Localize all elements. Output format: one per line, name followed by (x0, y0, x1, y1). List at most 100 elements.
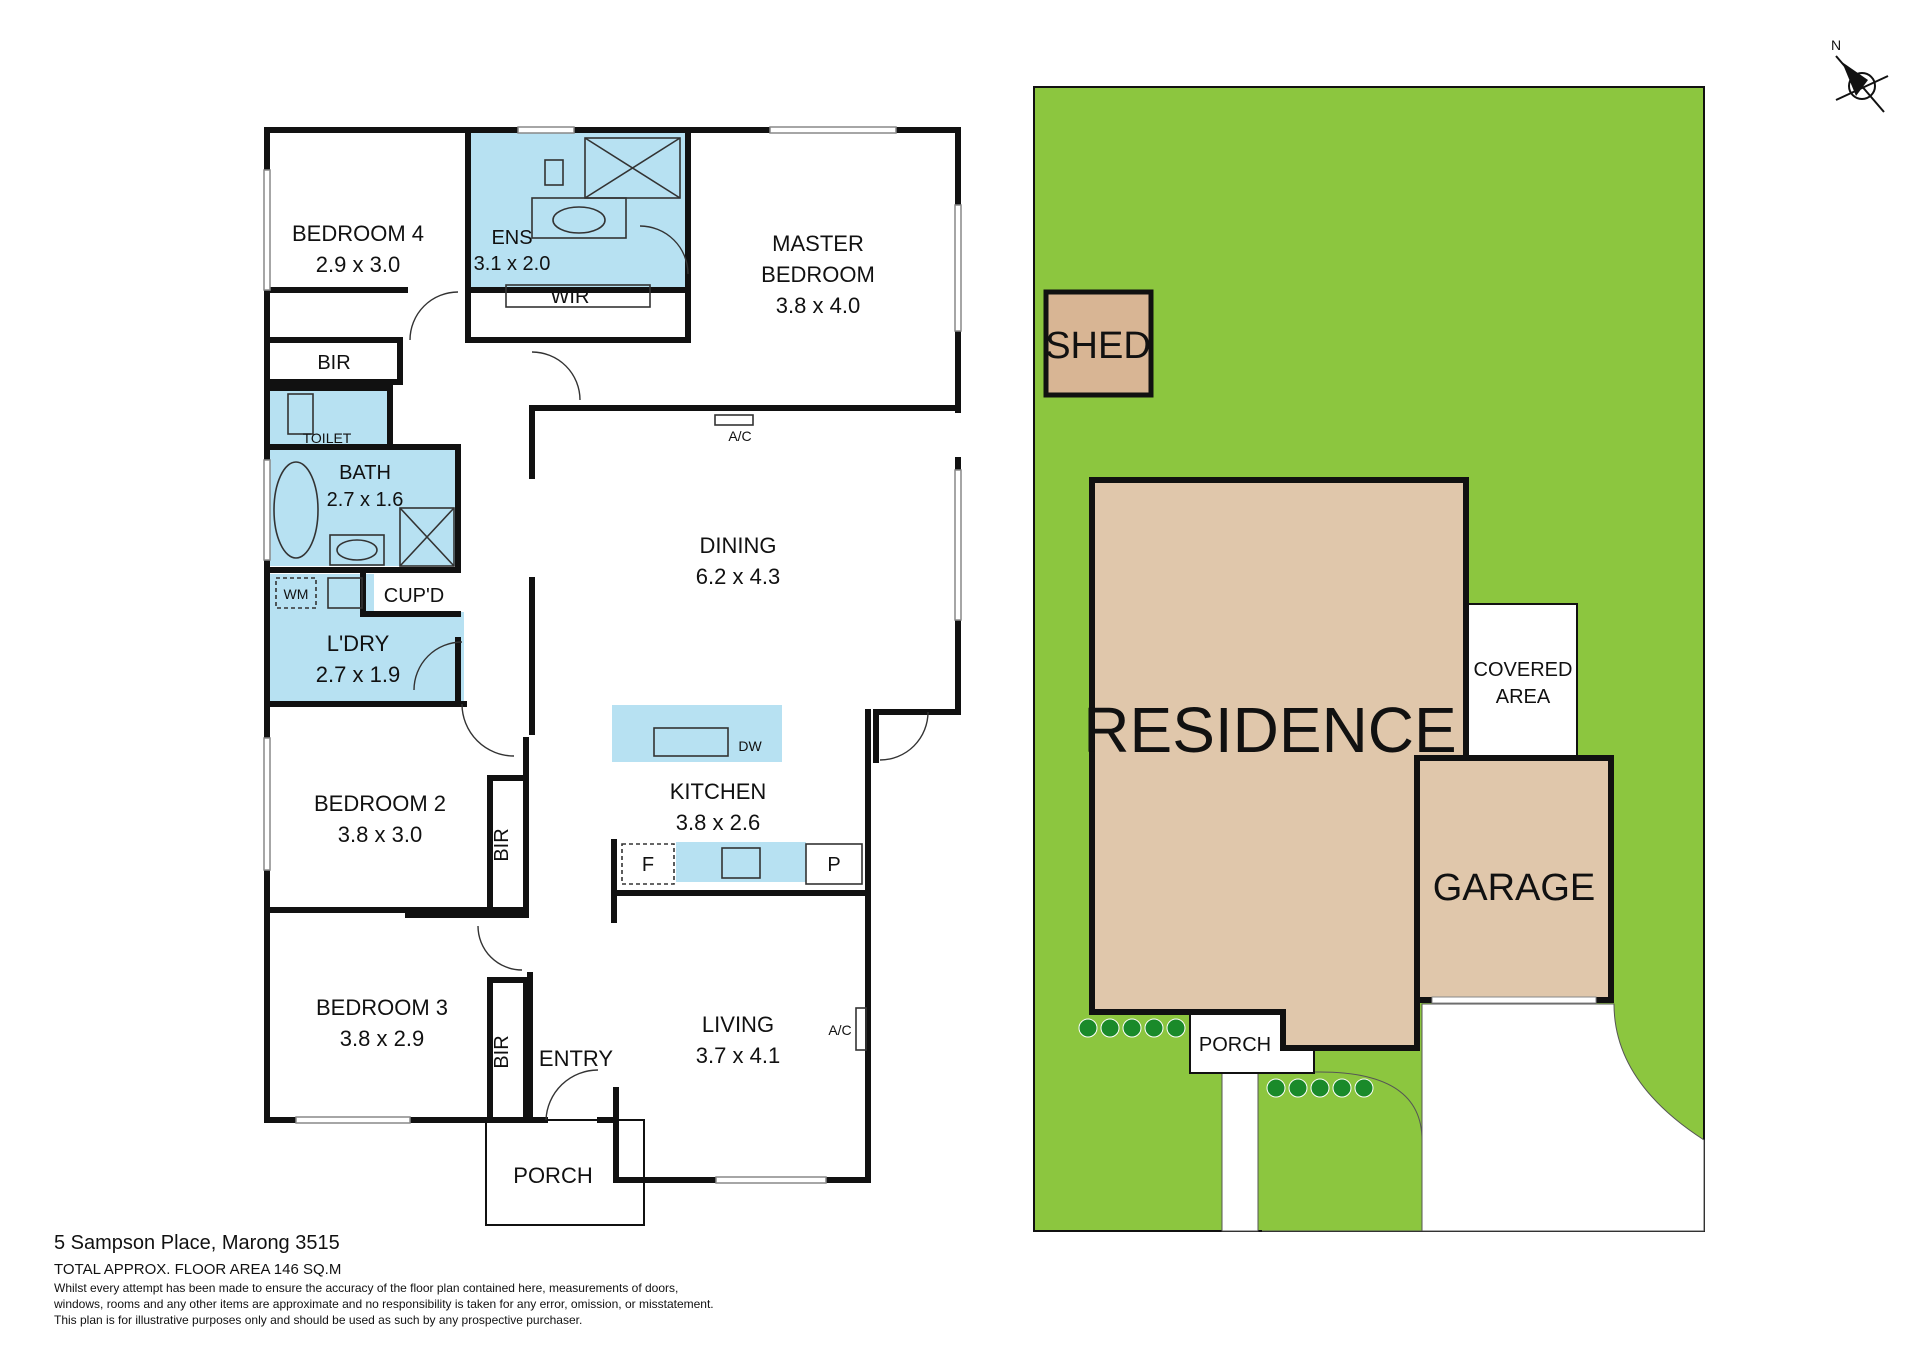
master-name-1: MASTER (772, 231, 864, 256)
shrub-icon (1310, 1078, 1330, 1098)
ens-basin (552, 206, 606, 234)
window-ens (517, 126, 575, 134)
shrub-icon (1354, 1078, 1374, 1098)
garage-label: GARAGE (1433, 867, 1596, 909)
bedroom3-size: 3.8 x 2.9 (340, 1026, 424, 1051)
toilet-fill (270, 388, 388, 445)
toilet-pan (287, 393, 314, 435)
bath-wall (264, 444, 461, 571)
shrub-icon (1122, 1018, 1142, 1038)
shrub-icon (1266, 1078, 1286, 1098)
covered-area (1466, 603, 1578, 759)
bathtub (273, 461, 319, 559)
bedroom4-size: 2.9 x 3.0 (316, 252, 400, 277)
ens-name: ENS (491, 227, 532, 249)
door-bed4 (409, 291, 459, 341)
shrub-icon (1100, 1018, 1120, 1038)
ens-shower (584, 137, 681, 199)
door-laundry (413, 641, 463, 691)
address: 5 Sampson Place, Marong 3515 (54, 1232, 340, 1254)
fridge-label: F (642, 854, 654, 876)
garage-door (1431, 996, 1597, 1004)
disclaimer-line-1: Whilst every attempt has been made to en… (54, 1281, 679, 1295)
entry-label: ENTRY (539, 1046, 613, 1071)
residence (1089, 477, 1469, 1051)
shed (1043, 289, 1154, 398)
disclaimer-line-3: This plan is for illustrative purposes o… (54, 1313, 583, 1327)
wm-name: WM (284, 586, 309, 602)
ac-living-label: A/C (828, 1022, 851, 1038)
bath-name: BATH (339, 462, 391, 484)
door-ens (639, 225, 689, 275)
bath-vanity (329, 534, 385, 566)
door-master (531, 351, 581, 401)
wet-areas (270, 131, 806, 882)
bir-b2-label: BIR (491, 828, 513, 861)
shrub-icon (1332, 1078, 1352, 1098)
laundry-fill (270, 574, 374, 704)
laundry-tub (327, 577, 363, 609)
shrub-icon (1078, 1018, 1098, 1038)
north-label: N (1831, 37, 1841, 53)
door-bed3 (477, 925, 523, 971)
ac-dining-unit (714, 414, 754, 426)
wir-rail (505, 284, 651, 308)
ens-shower-x (584, 137, 681, 199)
front-path (1221, 1071, 1259, 1232)
window-bed2 (263, 737, 271, 871)
bedroom2-size: 3.8 x 3.0 (338, 822, 422, 847)
window-living (715, 1176, 827, 1184)
site-plan: SHED COVERED AREA PORCH RESIDENCE GARAGE (1033, 37, 1889, 1232)
bedroom2-east-wall (405, 737, 529, 918)
shrub-icon (1144, 1018, 1164, 1038)
bir-b2 (487, 775, 529, 913)
bedroom4-name: BEDROOM 4 (292, 221, 424, 246)
floor-area: TOTAL APPROX. FLOOR AREA 146 SQ.M (54, 1261, 342, 1278)
window-bath (263, 459, 271, 561)
bir-b3-label: BIR (491, 1035, 513, 1068)
bath-shower-x (399, 507, 455, 567)
ldry-name: L'DRY (327, 631, 390, 656)
toilet-wall (264, 385, 393, 448)
toilet-name: TOILET (303, 430, 352, 446)
pantry-box (805, 843, 863, 885)
dining-name: DINING (700, 533, 777, 558)
bir-top-name: BIR (317, 352, 350, 374)
east-wall (873, 457, 961, 763)
bath-shower (399, 507, 455, 567)
cupd-wall (360, 567, 461, 617)
pantry-label: P (827, 854, 840, 876)
ensuite-fill (470, 131, 690, 287)
kitchen-name: KITCHEN (670, 779, 767, 804)
window-master-east (954, 204, 962, 332)
fixtures (273, 137, 867, 1051)
bir-top-wall (264, 337, 403, 385)
living-size: 3.7 x 4.1 (696, 1043, 780, 1068)
door-entry (545, 1069, 599, 1121)
ac-dining-label: A/C (728, 428, 751, 444)
covered-label-1: COVERED (1474, 659, 1573, 681)
cooktop (721, 847, 761, 879)
window-master (769, 126, 897, 134)
disclaimer: Whilst every attempt has been made to en… (54, 1280, 714, 1328)
driveway (1421, 1003, 1705, 1232)
master-size: 3.8 x 4.0 (776, 293, 860, 318)
bath-size: 2.7 x 1.6 (327, 489, 404, 511)
north-arrow-icon: N (1831, 37, 1889, 113)
ens-toilet (544, 159, 564, 186)
floor-plan: BEDROOM 4 2.9 x 3.0 ENS 3.1 x 2.0 WIR MA… (263, 126, 962, 1226)
door-alfresco (879, 711, 929, 761)
ens-vanity (531, 197, 627, 239)
wir-name: WIR (551, 286, 590, 308)
shrub-icon (1166, 1018, 1186, 1038)
bedroom2-name: BEDROOM 2 (314, 791, 446, 816)
ldry-size: 2.7 x 1.9 (316, 662, 400, 687)
ac-living-unit (855, 1007, 867, 1051)
room-labels: BEDROOM 4 2.9 x 3.0 ENS 3.1 x 2.0 WIR MA… (284, 221, 875, 1188)
windows (263, 126, 962, 1184)
residence-label: RESIDENCE (1083, 694, 1456, 766)
kitchen-size: 3.8 x 2.6 (676, 810, 760, 835)
fridge-box (621, 843, 675, 885)
porch-box (485, 1119, 645, 1226)
